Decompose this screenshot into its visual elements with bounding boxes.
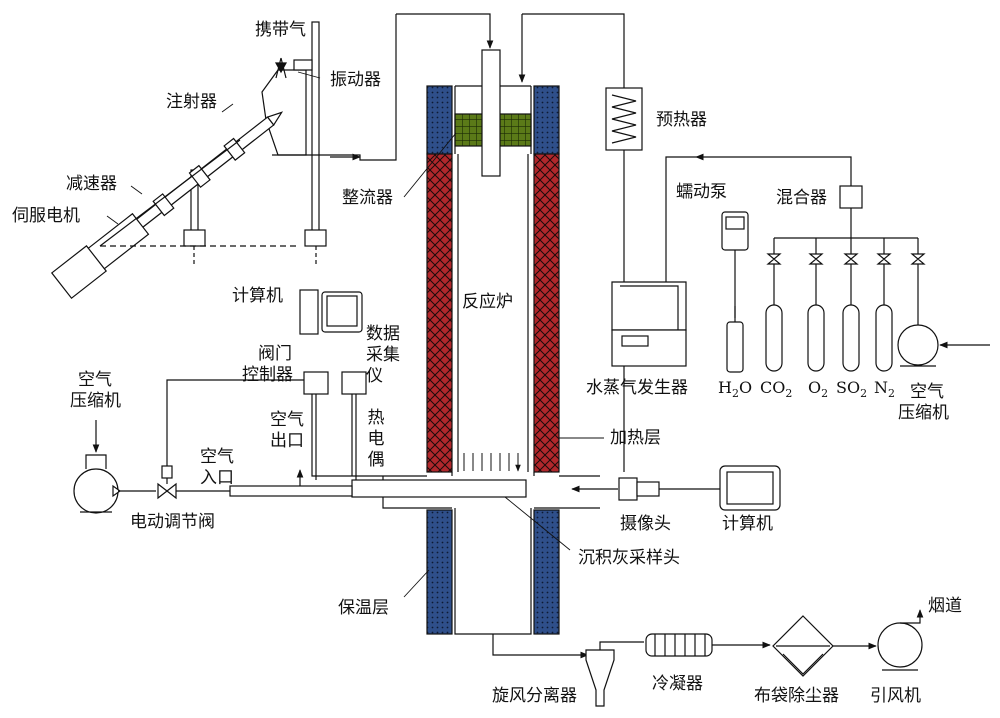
condenser (645, 633, 713, 657)
data-acquisition (341, 371, 367, 395)
mixer (839, 185, 863, 209)
label-heating-layer: 加热层 (610, 428, 661, 448)
label-computer-right: 计算机 (722, 514, 773, 534)
label-reactor: 反应炉 (462, 292, 513, 312)
label-camera: 摄像头 (620, 514, 671, 534)
label-servo-motor: 伺服电机 (12, 206, 80, 226)
flow-arrows (463, 453, 518, 471)
servo-motor (50, 245, 108, 299)
label-fan: 引风机 (870, 686, 921, 706)
label-ash-probe: 沉积灰采样头 (578, 548, 680, 568)
camera (636, 481, 660, 497)
label-air-outlet-2: 出口 (270, 431, 304, 451)
valve-controller (303, 371, 329, 395)
label-insulation-layer: 保温层 (338, 598, 389, 618)
label-air-outlet-1: 空气 (270, 410, 304, 430)
left-air-system (73, 289, 383, 514)
label-air-compressor-right-1: 空气 (910, 382, 944, 402)
gas-supply (605, 87, 990, 472)
bottom-insulation-left (426, 509, 453, 635)
label-gas-so2: SO2 (836, 378, 868, 401)
electric-valve (157, 482, 177, 500)
label-air-compressor-left-1: 空气 (78, 370, 112, 390)
thermocouple-wires (351, 394, 357, 480)
label-thermocouple: 热电偶 (367, 408, 385, 470)
label-reducer: 减速器 (66, 174, 117, 194)
top-insulation-left (426, 85, 453, 155)
so2-cylinder (842, 304, 860, 372)
label-air-inlet-1: 空气 (200, 447, 234, 467)
particle-feeder (50, 14, 397, 299)
preheater (605, 87, 643, 151)
co2-cylinder (765, 304, 783, 372)
computer-tower-left (299, 289, 319, 335)
steam-generator (611, 281, 687, 331)
label-gas-o2: O2 (808, 378, 829, 401)
vibrator-head (293, 59, 313, 71)
cyclone-separator (585, 649, 615, 707)
o2-cylinder (807, 304, 825, 372)
heating-layer-left (426, 153, 453, 473)
air-compressor-left (73, 468, 119, 514)
label-cyclone: 旋风分离器 (492, 686, 577, 706)
label-air-inlet-2: 入口 (200, 468, 234, 488)
label-steam-generator: 水蒸气发生器 (586, 378, 688, 398)
exhaust-train (492, 609, 924, 707)
label-air-compressor-right-2: 压缩机 (898, 403, 949, 423)
label-gas-co2: CO2 (760, 378, 793, 401)
leader-lines (106, 71, 604, 598)
label-electric-valve: 电动调节阀 (130, 512, 215, 532)
label-preheater: 预热器 (656, 110, 707, 130)
label-computer-top: 计算机 (232, 286, 283, 306)
top-insulation-right (533, 85, 560, 155)
label-carrier-gas: 携带气 (255, 20, 306, 40)
injection-pipe (481, 49, 501, 177)
heating-layer-right (533, 153, 560, 473)
label-vibrator: 振动器 (330, 70, 381, 90)
feed-pipe-top (396, 13, 494, 49)
label-valve-controller-2: 控制器 (242, 365, 293, 385)
label-mixer: 混合器 (776, 188, 827, 208)
air-compressor-right (897, 324, 939, 366)
label-data-acquisition: 数据采集仪 (366, 324, 400, 386)
ash-sampling-probe (351, 479, 527, 498)
camera-system (571, 465, 781, 511)
label-gas-n2: N2 (874, 378, 895, 401)
label-injector: 注射器 (166, 92, 217, 112)
label-condenser: 冷凝器 (652, 674, 703, 694)
label-straightener: 整流器 (342, 188, 393, 208)
label-valve-controller-1: 阀门 (258, 344, 292, 364)
water-bottle (726, 321, 744, 373)
label-flue: 烟道 (928, 596, 962, 616)
label-bag-filter: 布袋除尘器 (754, 686, 839, 706)
induced-draft-fan (877, 622, 923, 668)
preheat-pipe (522, 13, 625, 88)
label-gas-h2o: H2O (718, 378, 753, 401)
bottom-insulation-right (533, 509, 560, 635)
label-air-compressor-left-2: 压缩机 (70, 391, 121, 411)
n2-cylinder (875, 304, 893, 372)
label-pump: 蠕动泵 (676, 182, 727, 202)
